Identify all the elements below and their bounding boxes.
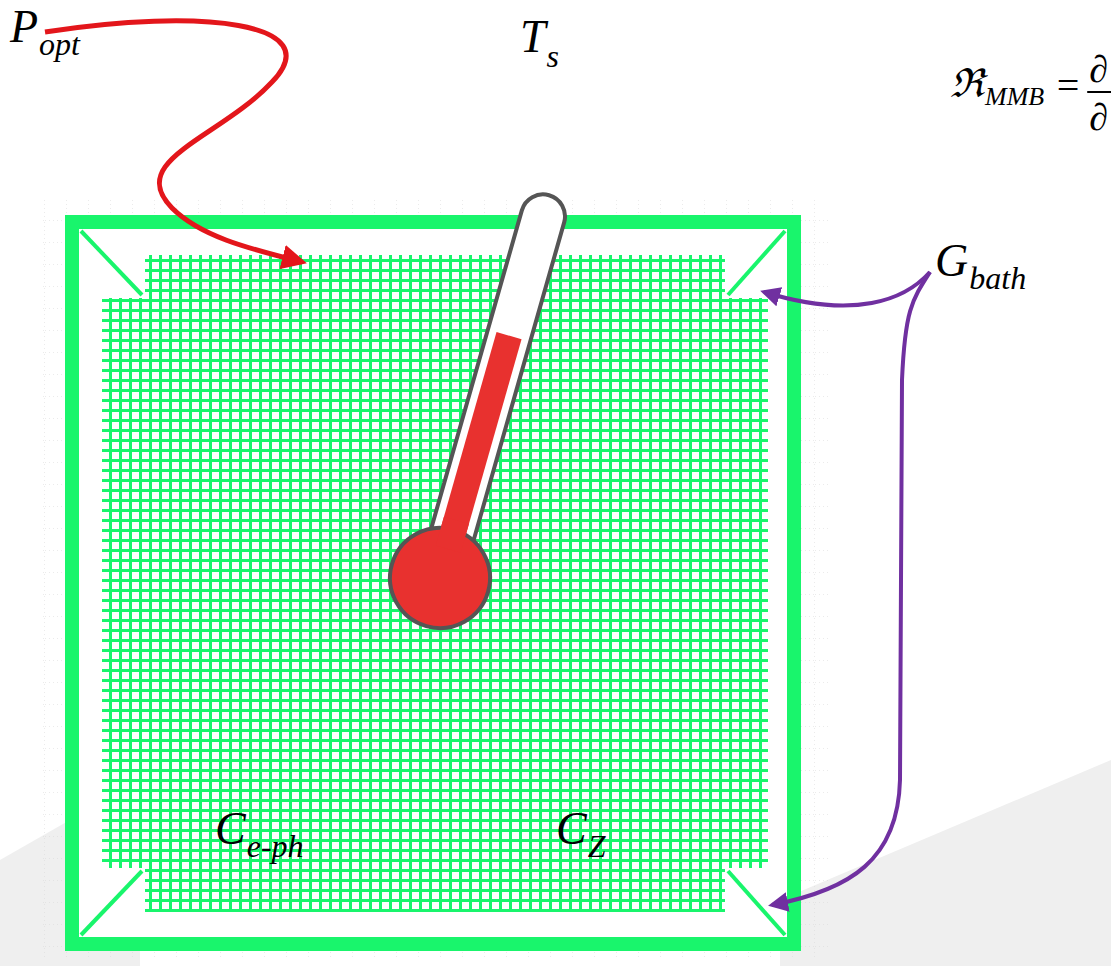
subscript: s xyxy=(547,40,559,72)
partial-symbol: ∂ xyxy=(1089,50,1108,88)
symbol: G xyxy=(935,238,968,284)
subscript: MMB xyxy=(985,84,1044,110)
leader-line xyxy=(772,272,930,905)
equals-sign: = xyxy=(1054,66,1081,106)
graph-paper xyxy=(40,200,830,960)
symbol: C xyxy=(215,806,246,852)
leader-line xyxy=(764,272,930,305)
symbol: ℜ xyxy=(950,64,984,104)
frame xyxy=(72,222,794,944)
fraction-bar xyxy=(1087,91,1111,93)
thermometer xyxy=(378,182,597,640)
subscript: opt xyxy=(39,28,80,60)
partial-symbol: ∂ xyxy=(1089,98,1108,136)
symbol: C xyxy=(556,806,587,852)
mesh-absorber xyxy=(102,255,768,912)
support-legs xyxy=(81,231,785,935)
subscript: e-ph xyxy=(247,830,304,862)
subscript: bath xyxy=(969,262,1026,294)
subscript: Z xyxy=(588,830,606,862)
symbol: P xyxy=(10,4,38,50)
symbol: T xyxy=(520,14,546,60)
optical-power-arrow xyxy=(45,21,302,262)
